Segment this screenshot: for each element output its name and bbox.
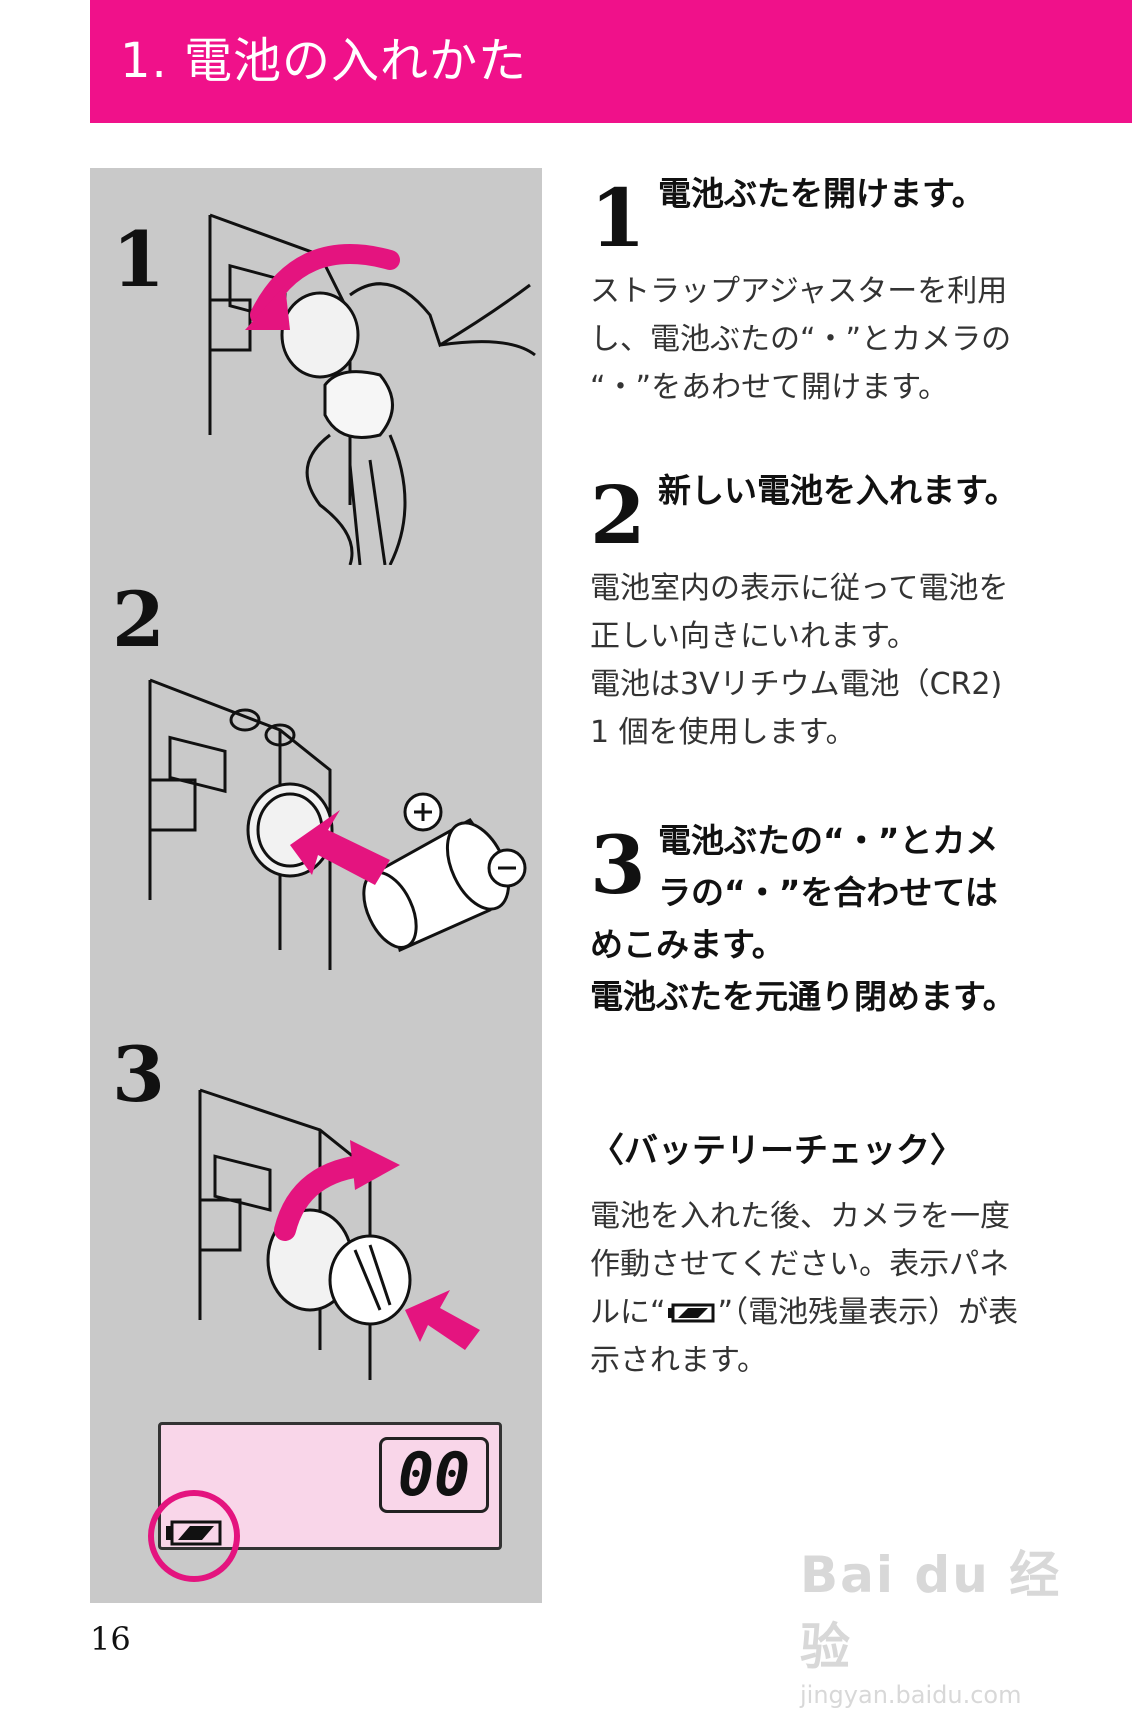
step-2-body-line: 正しい向きにいれます。 [590, 619, 917, 654]
step-2-title: 新しい電池を入れます。 [658, 471, 1018, 510]
watermark: Bai du 经验 jingyan.baidu.com [800, 1535, 1070, 1709]
step-1-body-line: “・”をあわせて開けます。 [590, 370, 949, 405]
figure-number-2: 2 [112, 575, 165, 664]
step-2-body-line: 電池室内の表示に従って電池を [590, 571, 1009, 606]
watermark-url: jingyan.baidu.com [800, 1681, 1022, 1709]
step-1: 1 電池ぶたを開けます。 ストラップアジャスターを利用 し、電池ぶたの“・”とカ… [590, 168, 1050, 412]
battery-indicator-highlight [148, 1490, 240, 1582]
section-header: 1. 電池の入れかた [90, 0, 1132, 123]
step-1-body-line: ストラップアジャスターを利用 [590, 274, 1008, 309]
step-1-body: ストラップアジャスターを利用 し、電池ぶたの“・”とカメラの “・”をあわせて開… [590, 268, 1050, 412]
step-3-title-line: めこみます。 [590, 925, 785, 964]
watermark-brand: Bai du 经验 [800, 1546, 1062, 1676]
lcd-frame-counter: 00 [379, 1437, 489, 1513]
step-2-body-line: 1 個を使用します。 [590, 715, 856, 750]
battery-check-body-text: ルに“ [590, 1295, 666, 1330]
step-1-body-line: し、電池ぶたの“・”とカメラの [590, 322, 1012, 357]
figure-open-cover [208, 213, 536, 565]
step-3: 3 電池ぶたの“・”とカメ ラの“・”を合わせては めこみます。 電池ぶたを元通… [590, 815, 1050, 1023]
battery-check-body: 電池を入れた後、カメラを一度 作動させてください。表示パネ ルに“ ”（電池残量表… [590, 1193, 1050, 1385]
step-number-3: 3 [590, 818, 646, 912]
battery-check-section: 〈バッテリーチェック〉 電池を入れた後、カメラを一度 作動させてください。表示パ… [590, 1125, 1050, 1385]
step-1-title: 電池ぶたを開けます。 [658, 174, 985, 213]
page-number: 16 [90, 1620, 131, 1658]
figure-insert-battery [148, 678, 527, 970]
battery-check-body-line: ルに“ ”（電池残量表示）が表 [590, 1289, 1050, 1337]
battery-check-body-line: 示されます。 [590, 1343, 767, 1378]
step-number-1: 1 [590, 171, 646, 265]
figure-number-3: 3 [112, 1030, 165, 1119]
section-title: 1. 電池の入れかた [120, 33, 528, 89]
battery-check-body-line: 作動させてください。表示パネ [590, 1247, 1010, 1282]
figure-number-1: 1 [112, 215, 165, 304]
battery-check-body-line: 電池を入れた後、カメラを一度 [590, 1199, 1010, 1234]
battery-icon [667, 1303, 715, 1323]
battery-icon [166, 1520, 222, 1546]
step-3-title-line: ラの“・”を合わせては [658, 873, 998, 912]
step-2: 2 新しい電池を入れます。 電池室内の表示に従って電池を 正しい向きにいれます。… [590, 465, 1050, 757]
step-2-body-line: 電池は3Vリチウム電池（CR2) [590, 667, 1003, 702]
step-2-body: 電池室内の表示に従って電池を 正しい向きにいれます。 電池は3Vリチウム電池（C… [590, 565, 1050, 757]
figure-close-cover [198, 1088, 480, 1380]
step-3-title-line: 電池ぶたの“・”とカメ [658, 821, 999, 860]
step-number-2: 2 [590, 468, 646, 562]
battery-check-body-text: ”（電池残量表示）が表 [717, 1295, 1019, 1330]
battery-check-heading: 〈バッテリーチェック〉 [590, 1131, 964, 1171]
step-3-title-line: 電池ぶたを元通り閉めます。 [590, 977, 1016, 1016]
